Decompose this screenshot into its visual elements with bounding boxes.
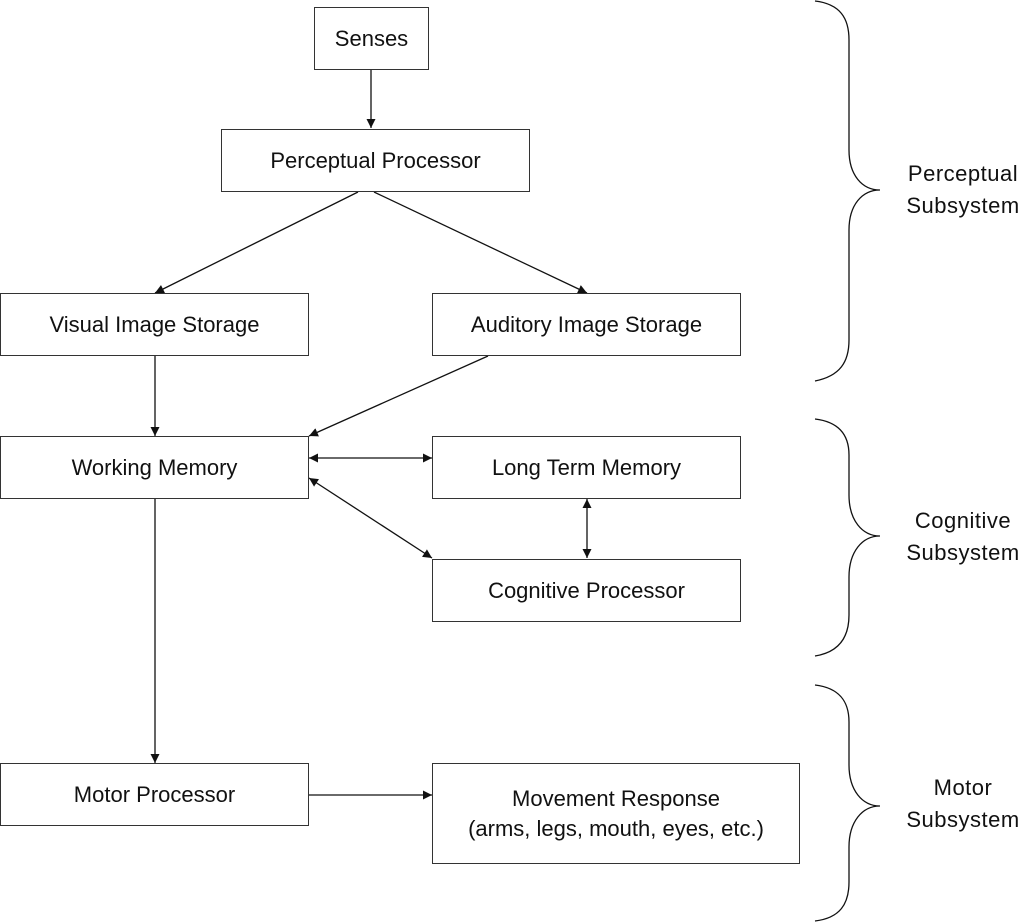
auditory-image-storage-label: Auditory Image Storage [470,311,703,337]
motor-processor-label: Motor Processor [73,781,236,807]
movement-response-sublabel: (arms, legs, mouth, eyes, etc.) [468,815,764,841]
movement-response-label: Movement Response [512,785,720,811]
motor-subsystem-label: Motor Subsystem [898,772,1024,836]
motor-processor-node: Motor Processor [0,763,309,826]
auditory-image-storage-node: Auditory Image Storage [432,293,741,356]
visual-image-storage-label: Visual Image Storage [49,311,260,337]
working-memory-node: Working Memory [0,436,309,499]
perceptual-subsystem-label: Perceptual Subsystem [898,158,1024,222]
brace-perceptual [814,0,881,382]
edge-working-cognitive [308,477,433,559]
cognitive-processor-node: Cognitive Processor [432,559,741,622]
motor-subsystem-line1: Motor [933,775,993,800]
brace-motor [814,684,881,922]
perceptual-processor-node: Perceptual Processor [221,129,530,192]
cognitive-subsystem-line1: Cognitive [914,508,1012,533]
senses-label: Senses [334,25,409,51]
edge-perceptual-auditory [373,191,588,294]
perceptual-processor-label: Perceptual Processor [270,147,481,173]
perceptual-subsystem-line2: Subsystem [906,193,1020,218]
movement-response-node: Movement Response (arms, legs, mouth, ey… [432,763,800,864]
cognitive-subsystem-label: Cognitive Subsystem [898,505,1024,569]
working-memory-label: Working Memory [71,454,238,480]
perceptual-subsystem-line1: Perceptual [907,161,1019,186]
visual-image-storage-node: Visual Image Storage [0,293,309,356]
edge-auditory-working [308,355,489,437]
long-term-memory-label: Long Term Memory [491,454,682,480]
edge-perceptual-visual [154,191,359,294]
brace-cognitive [814,418,881,657]
cognitive-subsystem-line2: Subsystem [906,540,1020,565]
senses-node: Senses [314,7,429,70]
motor-subsystem-line2: Subsystem [906,807,1020,832]
long-term-memory-node: Long Term Memory [432,436,741,499]
cognitive-processor-label: Cognitive Processor [488,577,685,603]
